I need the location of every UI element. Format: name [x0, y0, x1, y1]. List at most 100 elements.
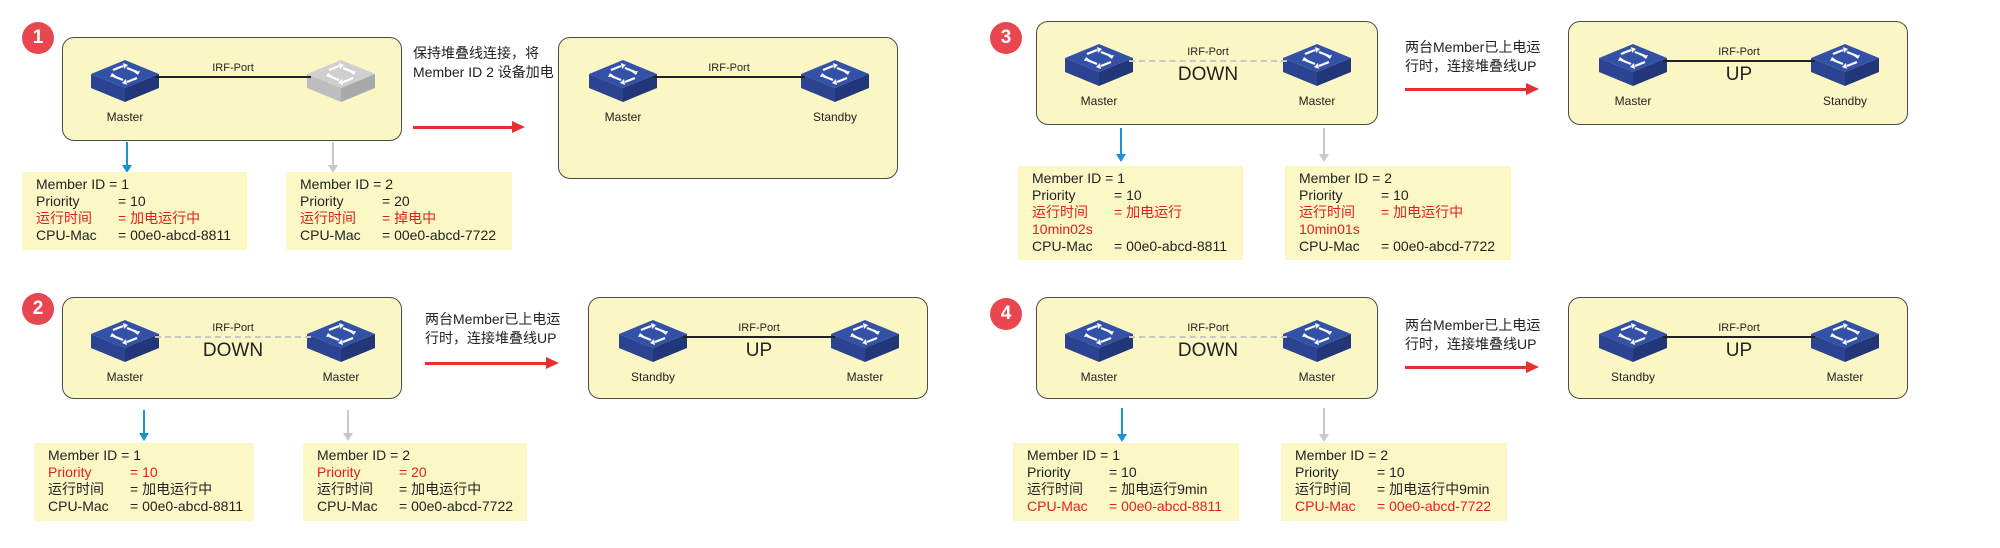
member-pointer	[343, 410, 353, 441]
right-role-label: Master	[1826, 370, 1864, 384]
info-value: = 10	[1109, 464, 1137, 480]
member-info-row: CPU-Mac= 00e0-abcd-7722	[300, 227, 504, 244]
member-info-row: Member ID = 1	[48, 447, 141, 463]
info-key: 运行时间	[317, 481, 373, 497]
left-role-label: Standby	[630, 370, 676, 384]
switch-icon	[797, 52, 873, 108]
transition-arrow	[425, 357, 559, 369]
info-value: = 加电运行9min	[1109, 481, 1208, 497]
switch-icon	[1595, 36, 1671, 92]
info-key: Priority	[317, 464, 361, 480]
info-value: = 加电运行中	[399, 481, 482, 497]
left-role-label: Master	[604, 110, 642, 124]
transition-arrow	[1405, 361, 1539, 373]
irf-link	[155, 336, 311, 338]
member-info-row: 10min01s	[1299, 221, 1360, 237]
info-value: = 加电运行中	[118, 210, 201, 226]
info-key: 运行时间	[1032, 204, 1088, 220]
left-role-label: Standby	[1610, 370, 1656, 384]
member-info-row: CPU-Mac= 00e0-abcd-8811	[36, 227, 239, 244]
switch-icon	[1279, 312, 1355, 368]
caption-line: Member ID 2 设备加电	[413, 64, 554, 80]
info-value: = 00e0-abcd-7722	[1377, 498, 1492, 514]
info-value: = 00e0-abcd-8811	[130, 498, 243, 514]
member-info-row: Priority= 10	[1032, 187, 1235, 204]
member-info-row: 运行时间 = 加电运行中	[48, 481, 246, 498]
member-info-row: Member ID = 2	[1299, 170, 1392, 186]
irf-port-label: IRF-Port	[212, 62, 254, 74]
info-value: = 10	[118, 193, 146, 209]
step-badge: 1	[22, 22, 54, 54]
caption-line: 行时，连接堆叠线UP	[425, 330, 557, 346]
info-key: 运行时间	[48, 481, 104, 497]
info-key: CPU-Mac	[300, 227, 361, 243]
member-pointer	[1319, 408, 1329, 442]
irf-port-label: IRF-Port	[1718, 46, 1760, 58]
info-key: 运行时间	[36, 210, 92, 226]
switch-icon	[827, 312, 903, 368]
member-info-row: CPU-Mac = 00e0-abcd-8811	[48, 498, 246, 515]
info-value: = 加电运行中	[130, 481, 213, 497]
info-key: CPU-Mac	[1299, 238, 1360, 254]
info-value: = 10	[1114, 187, 1142, 203]
member-pointer	[122, 142, 132, 173]
info-value: = 00e0-abcd-7722	[399, 498, 514, 514]
member-pointer	[139, 410, 149, 441]
right-role-label: Master	[322, 370, 360, 384]
transition-caption: 两台Member已上电运行时，连接堆叠线UP	[1405, 316, 1540, 354]
caption-line: 两台Member已上电运	[425, 311, 561, 327]
member-info-row: Member ID = 2	[1295, 447, 1388, 463]
switch-icon	[1807, 36, 1883, 92]
member-info-row: 运行时间= 加电运行中9min	[1295, 481, 1499, 498]
caption-line: 行时，连接堆叠线UP	[1405, 58, 1537, 74]
right-role-label: Master	[846, 370, 884, 384]
member-info-row: Member ID = 1	[1032, 170, 1125, 186]
left-role-label: Master	[106, 110, 144, 124]
member-info-row: Priority= 10	[1299, 187, 1503, 204]
link-status-label: DOWN	[1177, 64, 1239, 85]
link-status-label: UP	[1725, 340, 1753, 361]
info-value: = 00e0-abcd-7722	[1381, 238, 1496, 254]
info-key: Priority	[36, 193, 80, 209]
left-role-label: Master	[1080, 370, 1118, 384]
info-value: = 00e0-abcd-8811	[1114, 238, 1227, 254]
irf-link	[683, 336, 835, 338]
info-key: 运行时间	[1295, 481, 1351, 497]
info-value: = 10	[130, 464, 158, 480]
info-key: CPU-Mac	[48, 498, 109, 514]
member-info-row: 10min02s	[1032, 221, 1093, 237]
switch-icon	[1061, 36, 1137, 92]
irf-link	[1129, 60, 1287, 62]
member-info-row: Priority= 20	[317, 464, 519, 481]
transition-caption: 两台Member已上电运行时，连接堆叠线UP	[1405, 38, 1540, 76]
info-value: = 加电运行中	[1381, 204, 1464, 220]
irf-port-label: IRF-Port	[738, 322, 780, 334]
member-pointer	[1116, 128, 1126, 162]
member-info-row: CPU-Mac = 00e0-abcd-7722	[1299, 238, 1503, 255]
info-key: Priority	[1295, 464, 1339, 480]
info-key: CPU-Mac	[317, 498, 378, 514]
member-pointer	[1319, 128, 1329, 162]
switch-icon	[1807, 312, 1883, 368]
member-info-row: Priority= 10	[48, 464, 246, 481]
info-key: CPU-Mac	[1295, 498, 1356, 514]
info-key: Priority	[300, 193, 344, 209]
member-info-row: CPU-Mac = 00e0-abcd-7722	[317, 498, 519, 515]
info-key: 运行时间	[1299, 204, 1355, 220]
info-key: Priority	[1299, 187, 1343, 203]
member-info-row: 运行时间= 掉电中	[300, 210, 504, 227]
member-info-row: 运行时间= 加电运行	[1032, 204, 1235, 221]
link-status-label: DOWN	[202, 340, 264, 361]
info-key: 运行时间	[1027, 481, 1083, 497]
switch-icon	[1595, 312, 1671, 368]
right-role-label: Standby	[1822, 94, 1868, 108]
